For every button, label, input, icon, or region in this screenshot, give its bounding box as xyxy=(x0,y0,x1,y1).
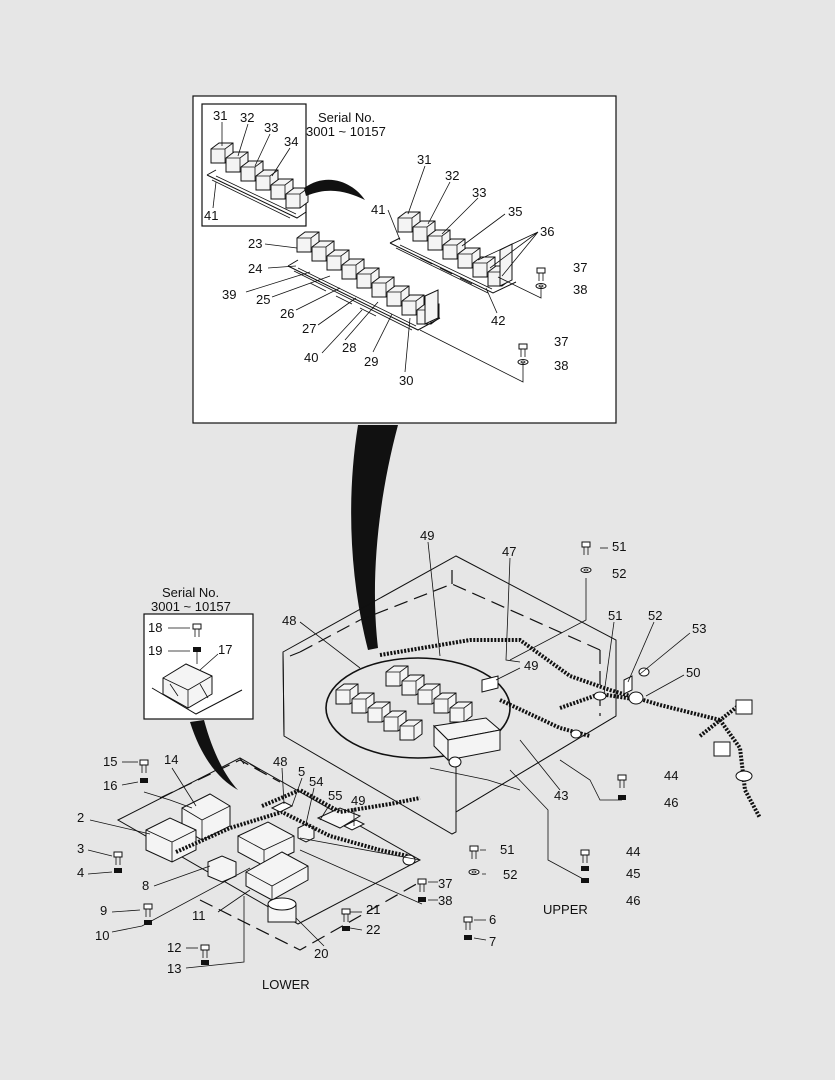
callout-45: 45 xyxy=(626,866,640,881)
arrow-main xyxy=(351,425,398,650)
callout-48a: 48 xyxy=(282,613,296,628)
callout-40: 40 xyxy=(304,350,318,365)
callout-32a: 32 xyxy=(240,110,254,125)
callout-25: 25 xyxy=(256,292,270,307)
callout-38c: 38 xyxy=(438,893,452,908)
lower-assembly xyxy=(87,757,487,969)
callout-18: 18 xyxy=(148,620,162,635)
callout-15: 15 xyxy=(103,754,117,769)
callout-14: 14 xyxy=(164,752,178,767)
callout-4: 4 xyxy=(77,865,84,880)
callout-13: 13 xyxy=(167,961,181,976)
callout-52c: 52 xyxy=(503,867,517,882)
callout-36: 36 xyxy=(540,224,554,239)
callout-26: 26 xyxy=(280,306,294,321)
callout-38a: 38 xyxy=(573,282,587,297)
callout-16: 16 xyxy=(103,778,117,793)
callout-23: 23 xyxy=(248,236,262,251)
callout-3: 3 xyxy=(77,841,84,856)
leaders-top xyxy=(212,122,539,373)
upper-assembly xyxy=(282,541,762,883)
callout-37a: 37 xyxy=(573,260,587,275)
label-upper: UPPER xyxy=(543,902,588,917)
callout-55: 55 xyxy=(328,788,342,803)
callout-41b: 41 xyxy=(371,202,385,217)
callout-17: 17 xyxy=(218,642,232,657)
callout-33a: 33 xyxy=(264,120,278,135)
serial-label-left: Serial No. xyxy=(162,585,219,600)
callout-50: 50 xyxy=(686,665,700,680)
callout-52b: 52 xyxy=(648,608,662,623)
callout-43: 43 xyxy=(554,788,568,803)
callout-38b: 38 xyxy=(554,358,568,373)
callout-44b: 44 xyxy=(626,844,640,859)
callout-21: 21 xyxy=(366,902,380,917)
callout-47: 47 xyxy=(502,544,516,559)
callout-27: 27 xyxy=(302,321,316,336)
callout-37c: 37 xyxy=(438,876,452,891)
callout-54: 54 xyxy=(309,774,323,789)
callout-28: 28 xyxy=(342,340,356,355)
callout-8: 8 xyxy=(142,878,149,893)
callout-29: 29 xyxy=(364,354,378,369)
label-lower: LOWER xyxy=(262,977,310,992)
arrow-top xyxy=(304,179,365,200)
callout-31a: 31 xyxy=(213,108,227,123)
relay-block-upper xyxy=(389,211,517,294)
serial-label-top: Serial No. xyxy=(318,110,375,125)
callout-2: 2 xyxy=(77,810,84,825)
relay-detail-panel: Serial No. 3001 ~ 10157 xyxy=(192,95,617,424)
callout-52a: 52 xyxy=(612,566,626,581)
callout-42: 42 xyxy=(491,313,505,328)
callout-9: 9 xyxy=(100,903,107,918)
relay-region xyxy=(325,657,511,759)
callout-34a: 34 xyxy=(284,134,298,149)
callout-41a: 41 xyxy=(204,208,218,223)
callout-20: 20 xyxy=(314,946,328,961)
callout-10: 10 xyxy=(95,928,109,943)
callout-46a: 46 xyxy=(664,795,678,810)
callout-12: 12 xyxy=(167,940,181,955)
callout-35: 35 xyxy=(508,204,522,219)
callout-51a: 51 xyxy=(612,539,626,554)
serial-range-left: 3001 ~ 10157 xyxy=(151,599,231,614)
callout-48b: 48 xyxy=(273,754,287,769)
callout-49c: 49 xyxy=(351,793,365,808)
callout-46b: 46 xyxy=(626,893,640,908)
callout-22: 22 xyxy=(366,922,380,937)
callout-6: 6 xyxy=(489,912,496,927)
callout-7: 7 xyxy=(489,934,496,949)
callout-33b: 33 xyxy=(472,185,486,200)
callout-49a: 49 xyxy=(420,528,434,543)
callout-30: 30 xyxy=(399,373,413,388)
callout-49b: 49 xyxy=(524,658,538,673)
callout-39: 39 xyxy=(222,287,236,302)
subinset-relays xyxy=(206,142,309,219)
arrow-left xyxy=(190,720,238,790)
callout-53: 53 xyxy=(692,621,706,636)
callout-19: 19 xyxy=(148,643,162,658)
callout-51b: 51 xyxy=(608,608,622,623)
callout-51c: 51 xyxy=(500,842,514,857)
callout-24: 24 xyxy=(248,261,262,276)
callout-44a: 44 xyxy=(664,768,678,783)
serial-inset-left xyxy=(143,613,254,720)
callout-31b: 31 xyxy=(417,152,431,167)
callout-37b: 37 xyxy=(554,334,568,349)
callout-11: 11 xyxy=(192,908,206,923)
callout-32b: 32 xyxy=(445,168,459,183)
serial-range-top: 3001 ~ 10157 xyxy=(306,124,386,139)
callout-5: 5 xyxy=(298,764,305,779)
